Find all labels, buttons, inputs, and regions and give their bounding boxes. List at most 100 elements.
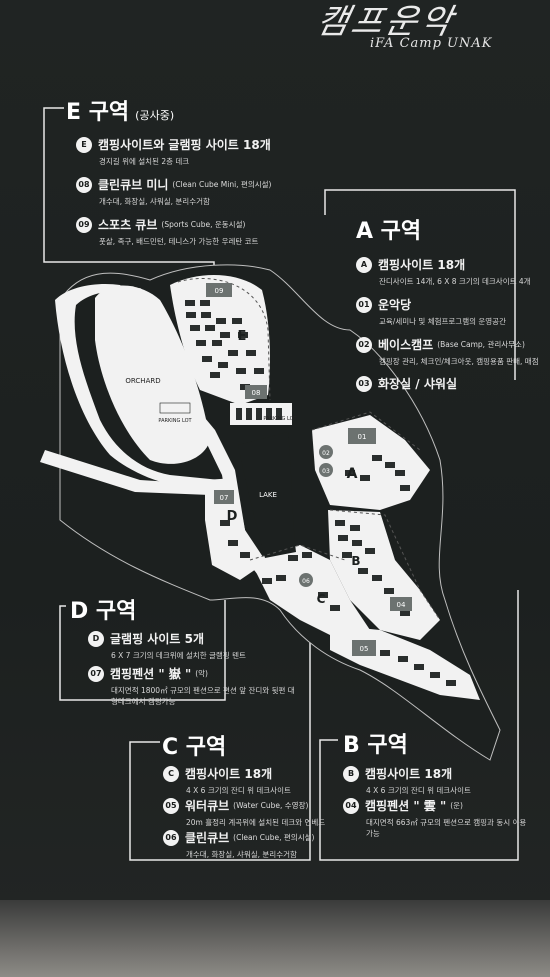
zone-c-legend: C 구역 — [162, 729, 226, 761]
marker-05-block — [352, 640, 376, 656]
zone-b-entry-1: B 캠핑사이트 18개 4 X 6 크기의 잔디 위 데크사이트 — [343, 763, 471, 796]
zone-d-entry-1: D 글램핑 사이트 5개 6 X 7 크기의 데크위에 설치한 글램핑 텐트 — [88, 628, 246, 661]
badge-c: C — [163, 765, 179, 782]
label-orchard: ORCHARD — [125, 377, 160, 385]
entry-title: 캠핑사이트 18개 — [185, 767, 273, 781]
entry-title: 글램핑 사이트 5개 — [110, 632, 204, 646]
zone-e-heading: E 구역 (공사중) — [66, 94, 174, 126]
zone-b-title: B 구역 — [343, 733, 408, 758]
entry-note: (Sports Cube, 운동시설) — [161, 220, 246, 229]
entry-description: 4 X 6 크기의 잔디 위 데크사이트 — [186, 786, 291, 795]
entry-title: 캠핑사이트 18개 — [378, 258, 466, 272]
zone-e-title: E 구역 — [66, 100, 130, 125]
marker-03-dot — [319, 463, 333, 477]
badge-07: 07 — [88, 665, 104, 682]
label-zone-a: A — [347, 466, 358, 482]
entry-description: 잔디사이트 14개, 6 X 8 크기의 데크사이트 4개 — [379, 277, 531, 286]
marker-04: 04 — [397, 601, 406, 609]
entry-note: (Clean Cube, 편의시설) — [233, 833, 315, 842]
badge-01: 01 — [356, 296, 372, 313]
entry-title: 클린큐브 — [185, 831, 230, 845]
label-parking-2: PARKING LOT — [263, 416, 297, 422]
label-zone-c: C — [317, 592, 326, 606]
brand-subtitle: iFA Camp UNAK — [370, 36, 493, 51]
facility-markers: 09 08 01 02 03 07 06 04 05 — [206, 283, 412, 656]
entry-title: 캠핑펜션 " 雲 " — [365, 799, 447, 813]
badge-09: 09 — [76, 216, 92, 233]
marker-04-block — [390, 597, 412, 611]
badge-b: B — [343, 765, 359, 782]
entry-title: 운악당 — [378, 298, 412, 312]
entry-description: 캠핑장 관리, 체크인/체크아웃, 캠핑용품 판매, 매점 — [379, 357, 539, 366]
road-central — [132, 288, 280, 590]
badge-d: D — [88, 630, 104, 647]
entry-description: 개수대, 화장실, 샤워실, 분리수거함 — [99, 197, 210, 206]
zone-a-entry-2: 01 운악당 교육/세미나 및 체험프로그램의 운영공간 — [356, 294, 506, 327]
marker-01: 01 — [358, 433, 367, 441]
zone-c-area — [250, 545, 370, 640]
marker-09: 09 — [215, 287, 224, 295]
zone-c-title: C 구역 — [162, 735, 227, 760]
marker-07: 07 — [220, 494, 229, 502]
badge-05: 05 — [163, 797, 179, 814]
badge-a: A — [356, 256, 372, 273]
entry-note: (Base Camp, 관리사무소) — [437, 340, 525, 349]
marker-01-block — [348, 428, 376, 444]
entry-description: 개수대, 화장실, 샤워실, 분리수거함 — [186, 850, 297, 859]
entry-description: 교육/세미나 및 체험프로그램의 운영공간 — [379, 317, 506, 326]
marker-08-block — [245, 385, 267, 399]
entry-title: 캠핑사이트 18개 — [365, 767, 453, 781]
label-zone-e: E — [238, 329, 247, 344]
marker-06: 06 — [302, 578, 310, 585]
zone-a-entry-3: 02 베이스캠프(Base Camp, 관리사무소) 캠핑장 관리, 체크인/체크… — [356, 334, 539, 367]
entry-title: 캠핑사이트와 글램핑 사이트 18개 — [98, 138, 271, 152]
lake — [238, 432, 296, 558]
zone-b-legend: B 구역 — [343, 727, 408, 759]
entry-title: 화장실 / 샤워실 — [378, 377, 457, 391]
marker-05: 05 — [360, 645, 369, 653]
badge-e: E — [76, 136, 92, 153]
entry-title: 베이스캠프 — [378, 338, 434, 352]
zone-d-legend: D 구역 — [70, 593, 136, 625]
entry-description: 풋살, 족구, 배드민턴, 테니스가 가능한 우레탄 코트 — [99, 237, 259, 246]
road-lower — [40, 450, 220, 495]
entry-title: 클린큐브 미니 — [98, 178, 169, 192]
badge-03: 03 — [356, 375, 372, 392]
badge-04: 04 — [343, 797, 359, 814]
badge-08: 08 — [76, 176, 92, 193]
marker-03: 03 — [322, 468, 330, 475]
entry-description: 4 X 6 크기의 잔디 위 데크사이트 — [366, 786, 471, 795]
marker-02-dot — [319, 445, 333, 459]
orchard-area — [95, 285, 210, 464]
label-zone-b: B — [351, 554, 360, 568]
badge-02: 02 — [356, 336, 372, 353]
entry-note: (악) — [195, 669, 208, 678]
marker-08: 08 — [252, 389, 261, 397]
campsite-blocks — [185, 300, 456, 686]
zone-boundaries — [177, 278, 441, 621]
zone-c-entry-1: C 캠핑사이트 18개 4 X 6 크기의 잔디 위 데크사이트 — [163, 763, 291, 796]
entry-description: 대지면적 663㎡ 규모의 펜션으로 캠핑과 동시 이용가능 — [366, 818, 527, 838]
entry-description: 경지길 위에 설치된 2층 데크 — [99, 157, 190, 166]
zone-a-entry-4: 03 화장실 / 샤워실 — [356, 373, 457, 392]
entry-description: 6 X 7 크기의 데크위에 설치한 글램핑 텐트 — [111, 651, 246, 660]
marker-09-block — [206, 283, 232, 297]
entry-description: 대지면적 1800㎡ 규모의 펜션으로 편션 앞 잔디와 뒷편 대형데크에서 캠… — [111, 686, 295, 706]
parking-lot-1 — [159, 402, 191, 414]
marker-07-block — [214, 490, 234, 504]
zone-e-legend: E 구역 (공사중) — [66, 94, 174, 126]
entry-note: (운) — [450, 801, 463, 810]
zone-a-legend: A 구역 — [356, 213, 421, 245]
marker-06-dot — [299, 573, 313, 587]
entry-description: 20m 흘정리 계곡위에 설치된 데크와 연베드 — [186, 818, 326, 827]
entry-note: (Water Cube, 수영장) — [233, 801, 309, 810]
entry-title: 스포츠 큐브 — [98, 218, 158, 232]
zone-e-status: (공사중) — [135, 109, 175, 122]
zone-d-title: D 구역 — [70, 599, 137, 624]
zone-e-entry-3: 09 스포츠 큐브(Sports Cube, 운동시설) 풋살, 족구, 배드민턴… — [76, 214, 258, 247]
marker-02: 02 — [322, 450, 330, 457]
